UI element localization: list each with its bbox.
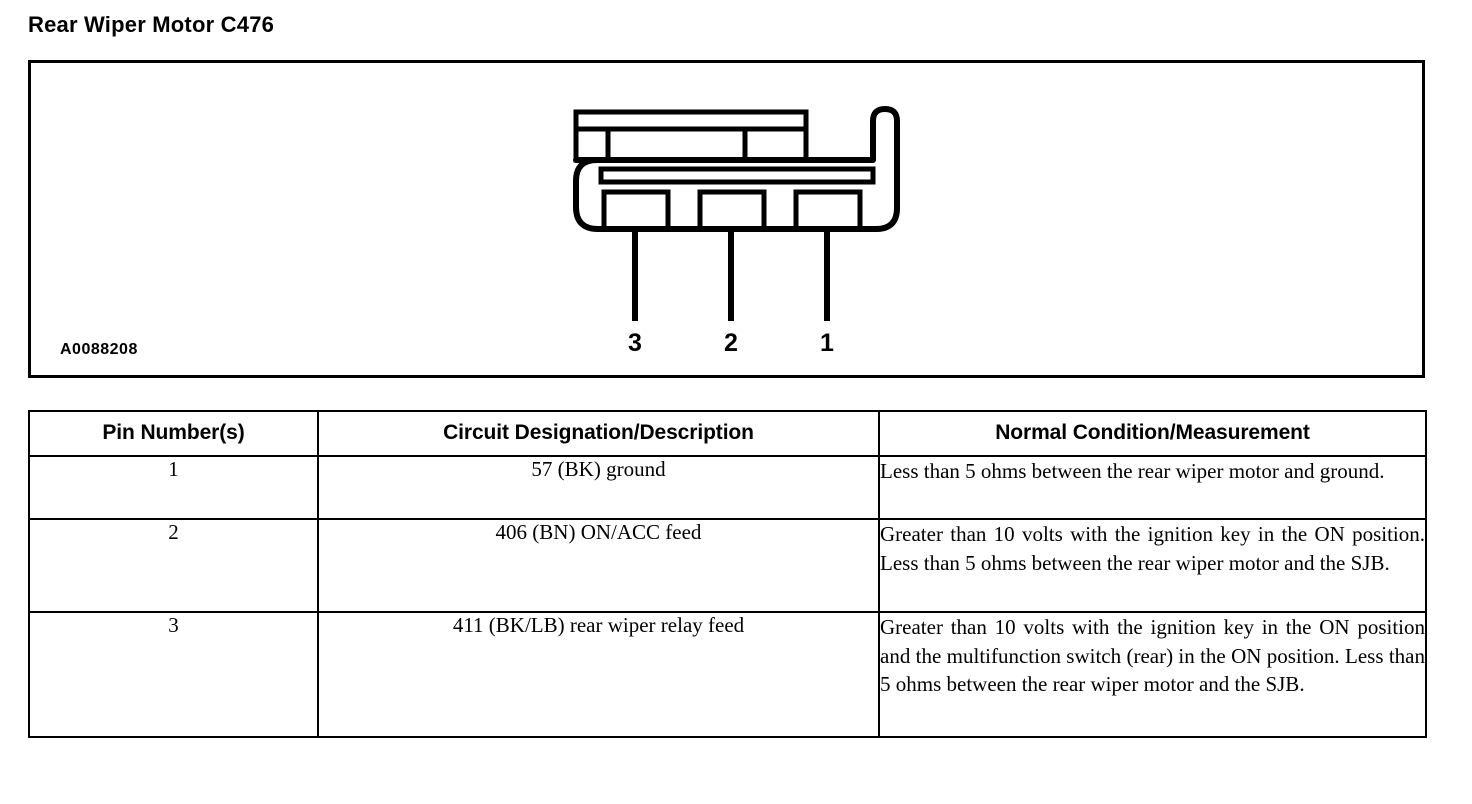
terminal-cavity-3 bbox=[601, 189, 671, 232]
page-title: Rear Wiper Motor C476 bbox=[28, 12, 275, 37]
column-header-normal-condition: Normal Condition/Measurement bbox=[878, 410, 1427, 457]
connector-illustration: 3 2 1 bbox=[31, 63, 1428, 381]
connector-inner-slot bbox=[598, 166, 876, 185]
table-row: 1 57 (BK) ground Less than 5 ohms betwee… bbox=[28, 455, 1427, 520]
table-header-row: Pin Number(s) Circuit Designation/Descri… bbox=[28, 410, 1427, 457]
cell-circuit-designation: 411 (BK/LB) rear wiper relay feed bbox=[317, 611, 880, 738]
table-row: 3 411 (BK/LB) rear wiper relay feed Grea… bbox=[28, 611, 1427, 738]
cell-pin-number: 2 bbox=[28, 518, 319, 613]
pin-label-3: 3 bbox=[628, 329, 642, 357]
pinout-table: Pin Number(s) Circuit Designation/Descri… bbox=[28, 410, 1427, 738]
connector-top-block-dividers bbox=[576, 126, 806, 160]
cell-circuit-designation: 57 (BK) ground bbox=[317, 455, 880, 520]
diagram-reference-id: A0088208 bbox=[60, 341, 138, 358]
cell-normal-condition: Greater than 10 volts with the ignition … bbox=[878, 611, 1427, 738]
connector-diagram-panel: 3 2 1 A0088208 bbox=[28, 60, 1425, 378]
terminal-cavity-2 bbox=[697, 189, 767, 232]
column-header-pin-number-label: Pin Number(s) bbox=[102, 421, 245, 444]
pin-label-2: 2 bbox=[724, 329, 738, 357]
cell-pin-number: 1 bbox=[28, 455, 319, 520]
table-row: 2 406 (BN) ON/ACC feed Greater than 10 v… bbox=[28, 518, 1427, 613]
pin-label-1: 1 bbox=[820, 329, 834, 357]
terminal-cavity-1 bbox=[793, 189, 863, 232]
column-header-pin-number: Pin Number(s) bbox=[28, 410, 319, 457]
cell-normal-condition: Less than 5 ohms between the rear wiper … bbox=[878, 455, 1427, 520]
cell-pin-number: 3 bbox=[28, 611, 319, 738]
connector-body-shell bbox=[573, 106, 900, 232]
cell-normal-condition: Greater than 10 volts with the ignition … bbox=[878, 518, 1427, 613]
column-header-circuit-designation-label: Circuit Designation/Description bbox=[443, 421, 754, 444]
column-header-normal-condition-label: Normal Condition/Measurement bbox=[995, 421, 1310, 444]
cell-circuit-designation: 406 (BN) ON/ACC feed bbox=[317, 518, 880, 613]
column-header-circuit-designation: Circuit Designation/Description bbox=[317, 410, 880, 457]
connector-svg: 3 2 1 bbox=[573, 106, 900, 357]
